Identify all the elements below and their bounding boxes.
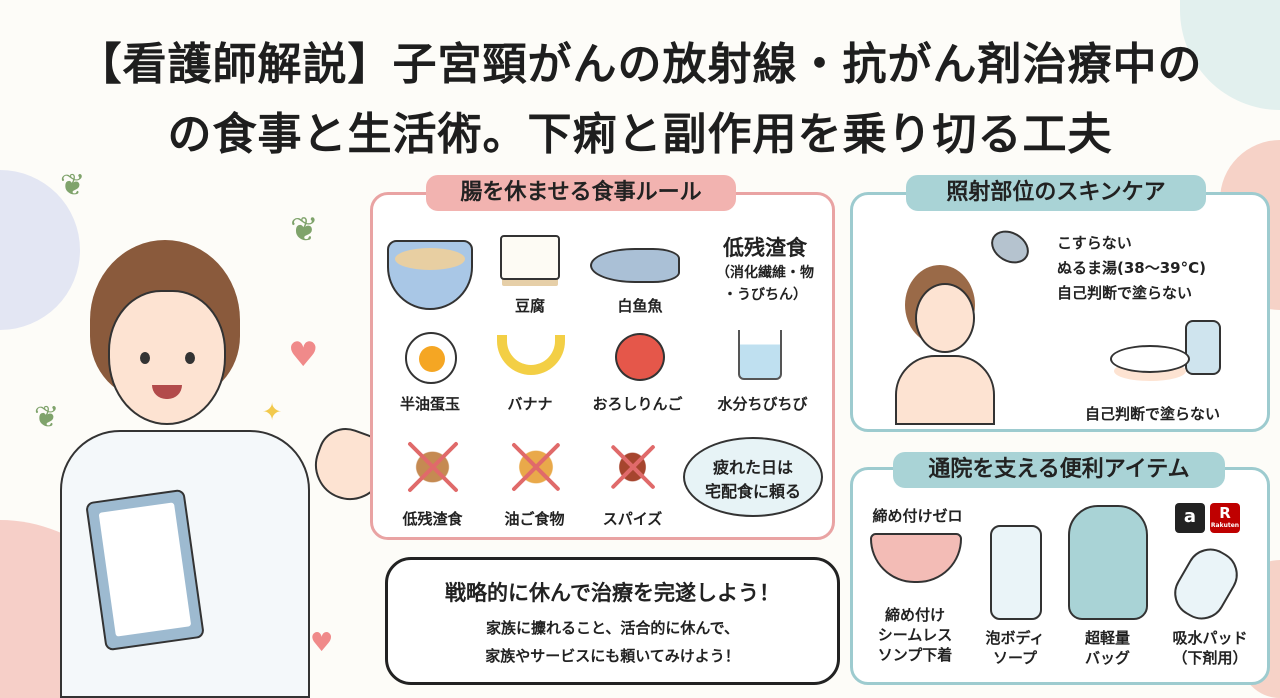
food-label: 半油蛋玉 [399,395,460,413]
food-label: 豆腐 [514,297,545,315]
message-bubble [385,557,840,685]
tofu-icon [500,235,560,280]
pump-bottle-icon [990,525,1042,620]
page-title-line2: の食事と生活術。下痢と副作用を乗り切る工夫 [167,109,1113,160]
nurse-eye [140,352,150,364]
shower-woman-illustration [895,265,1005,425]
item-label: 締め付け シームレス ソンプ下着 [877,606,953,664]
root-vegetables-crossed-icon [395,432,470,502]
tip-text: 疲れた日は [712,458,793,477]
skincare-tip: ぬるま湯(38〜39°C) [1057,259,1206,277]
item-label: 泡ボディ ソープ [985,629,1045,667]
nurse-eye [185,352,195,364]
fish-icon [590,248,680,283]
page-title-line1: 【看護師解説】子宮頸がんの放射線・抗がん剤治療中の [77,39,1203,90]
nurse-face [108,290,226,425]
low-residue-note: ・うびちん） [723,287,807,303]
rakuten-text: Rakuten [1210,522,1240,529]
items-top-label: 締め付けゼロ [872,507,963,525]
skincare-tip: 自己判断で塗らない [1057,284,1193,302]
skincare-tip: こすらない [1057,234,1132,252]
food-label: バナナ [507,395,553,413]
hand-foam-icon [1110,345,1190,373]
avoid-label: 低残渣食 [402,510,463,528]
items-heading: 通院を支える便利アイテム [893,452,1225,488]
leaf-icon: ❦ [290,210,319,250]
banana-icon [497,335,565,375]
avoid-label: 油ご食物 [504,510,565,528]
food-label: おろしりんご [592,395,683,413]
food-label: 白鱼魚 [617,297,663,315]
food-label: 水分ちびちび [717,395,808,413]
delivery-tip-bubble [683,437,823,517]
spices-crossed-icon [600,432,665,502]
amazon-badge[interactable]: a [1175,503,1205,533]
leaf-icon: ❦ [34,400,60,435]
heart-icon: ♥ [288,335,319,375]
clipboard [85,488,205,652]
skincare-caption: 自己判断で塗らない [1084,405,1220,423]
tote-bag-icon [1068,505,1148,620]
sparkle-icon: ✦ [262,398,283,426]
message-headline: 戦略的に休んで治療を完遂しよう！ [445,581,780,605]
item-label: 超軽量 バッグ [1084,629,1130,667]
apple-icon [615,333,665,381]
message-line: 家族やサービスにも頼いてみけよう！ [485,647,740,665]
udon-bowl-icon [387,240,473,310]
avoid-label: スパイズ [602,510,663,528]
heart-icon: ♥ [310,628,334,658]
skincare-heading: 照射部位のスキンケア [906,175,1206,211]
nurse-mouth [152,385,182,399]
low-residue-note: （消化繊維・物 [716,265,814,281]
nurse-illustration [40,240,395,698]
rakuten-letter: R [1219,504,1231,522]
message-line: 家族に攗れること、活合的に休んで、 [485,619,740,637]
water-cup-icon [738,330,782,380]
boiled-egg-icon [405,332,457,384]
tip-text: 宅配食に頼る [704,482,801,501]
low-residue-title: 低残渣食 [723,236,807,260]
leaf-icon: ❦ [60,168,86,203]
foam-pump-icon [1185,320,1221,375]
item-label: 吸水パッド （下剤用） [1172,629,1248,667]
fried-chicken-crossed-icon [500,432,572,502]
diet-heading: 腸を休ませる食事ルール [426,175,736,211]
